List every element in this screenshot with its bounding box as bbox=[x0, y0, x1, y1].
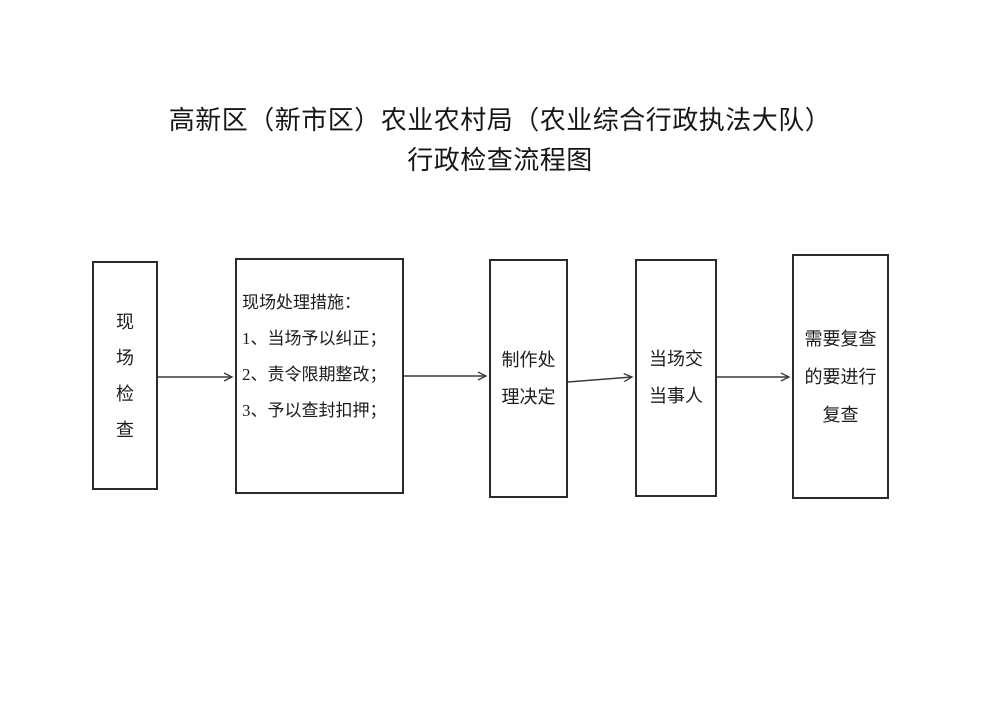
arrow-decision-to-deliver bbox=[567, 377, 632, 383]
node-text: 检 bbox=[116, 383, 134, 404]
node-text: 1、当场予以纠正； bbox=[242, 329, 387, 348]
node-text: 的要进行 bbox=[804, 366, 877, 387]
node-text: 3、予以查封扣押； bbox=[242, 401, 387, 420]
flow-node-onsite-inspection: 现 场 检 查 bbox=[92, 261, 158, 490]
node-text: 2、责令限期整改； bbox=[242, 365, 387, 384]
title-line-2: 行政检查流程图 bbox=[407, 146, 593, 175]
node-text: 当事人 bbox=[649, 386, 703, 406]
title-line-1: 高新区（新市区）农业农村局（农业综合行政执法大队） bbox=[168, 106, 832, 135]
node-text: 理决定 bbox=[501, 386, 556, 407]
flow-node-onsite-measures: 现场处理措施： 1、当场予以纠正； 2、责令限期整改； 3、予以查封扣押； bbox=[235, 258, 404, 494]
flow-node-recheck: 需要复查 的要进行 复查 bbox=[792, 254, 889, 499]
node-text: 现 bbox=[116, 311, 134, 332]
flow-node-deliver-to-party: 当场交 当事人 bbox=[635, 259, 717, 497]
node-text: 场 bbox=[116, 347, 134, 368]
node-text: 需要复查 bbox=[804, 328, 877, 349]
page-title: 高新区（新市区）农业农村局（农业综合行政执法大队） 行政检查流程图 bbox=[0, 101, 1000, 181]
node-text: 复查 bbox=[822, 404, 859, 425]
node-text: 查 bbox=[116, 419, 134, 440]
node-text: 现场处理措施： bbox=[242, 293, 361, 312]
flow-node-make-decision: 制作处 理决定 bbox=[489, 259, 568, 498]
node-text: 制作处 bbox=[501, 349, 556, 370]
node-text: 当场交 bbox=[649, 349, 703, 369]
